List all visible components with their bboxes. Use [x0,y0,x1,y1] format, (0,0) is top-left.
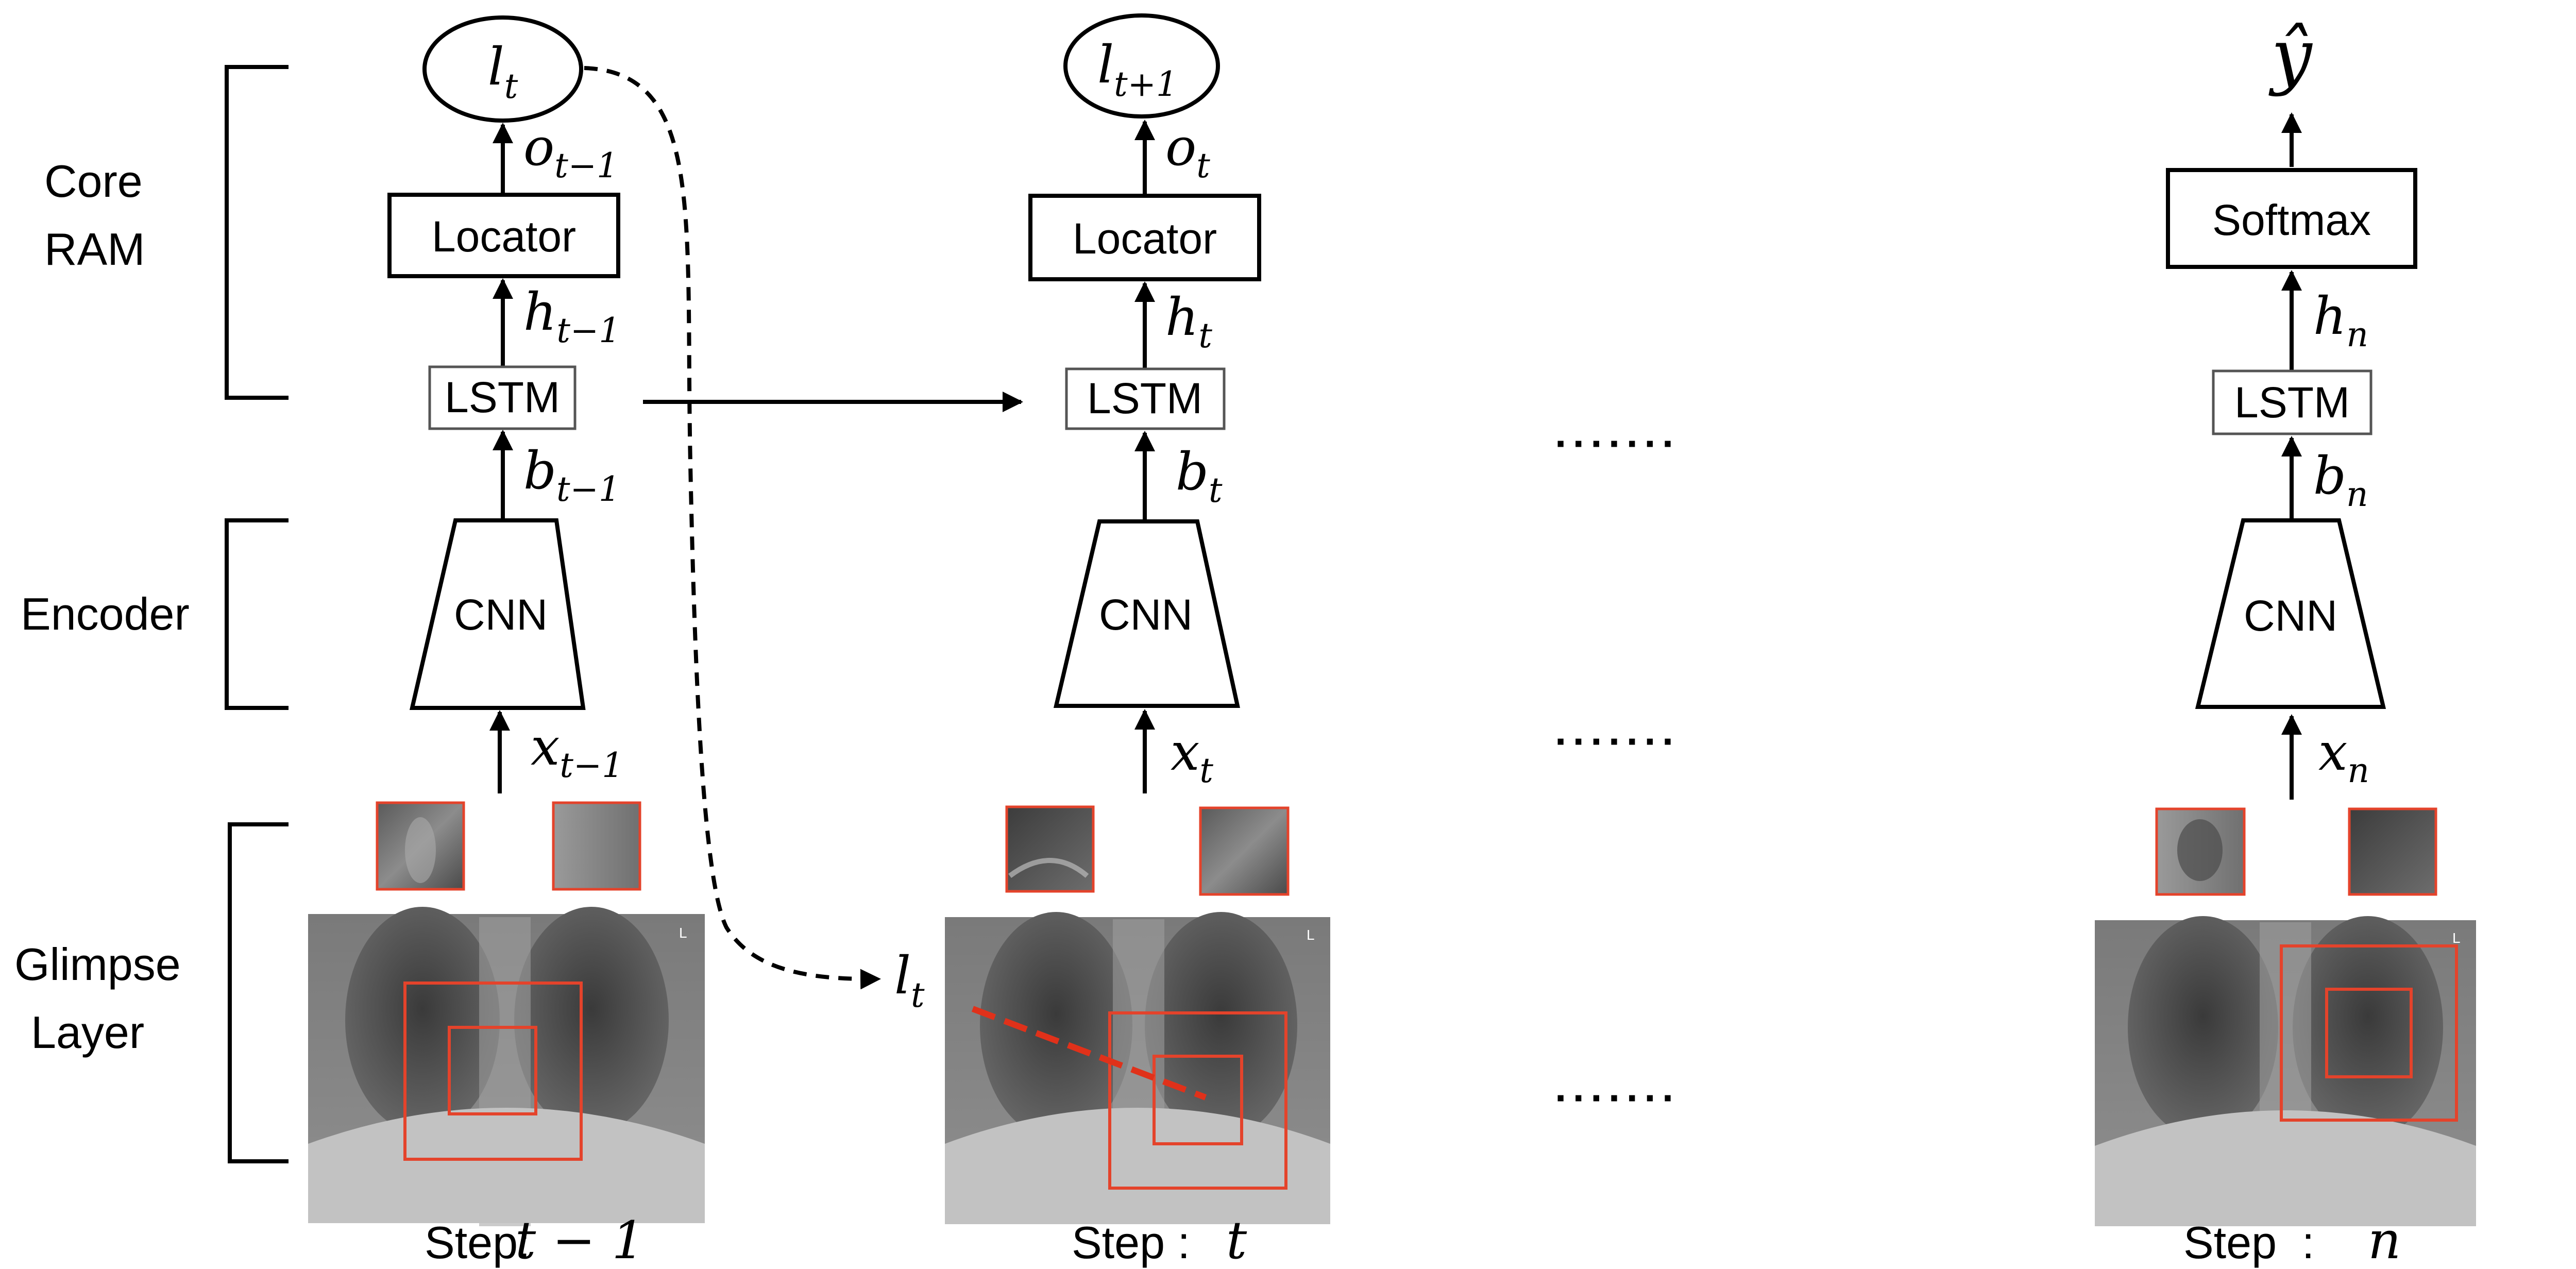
cnn-encoder [1053,519,1240,708]
glimpse-patch-small [2155,807,2246,896]
lstm-label: LSTM [445,373,560,421]
column-step-t-minus-1: lt ot−1 Locator ht−1 LSTM bt−1 CNN xt−1 [308,15,705,1269]
input-symbol: xn [2318,722,2369,790]
lstm-label: LSTM [2234,378,2350,427]
input-symbol: xt [1171,722,1213,790]
encoder-bracket [225,518,289,710]
ellipsis-image-row: ······· [1555,1075,1680,1121]
glimpse-window-small [1153,1055,1243,1145]
glimpse-patch-small [1005,805,1095,893]
cnn-encoder [2195,518,2386,709]
glimpse-patch-small [376,801,465,891]
location-offset-line [971,1006,1207,1101]
softmax-label: Softmax [2212,196,2371,244]
hidden-state-symbol: hn [2313,286,2368,354]
step-variable: n [2368,1210,2401,1269]
feature-symbol: bt [1176,442,1223,510]
output-symbol: ot−1 [523,117,618,185]
core-ram-bracket [225,65,289,400]
glimpse-window-large [1108,1011,1287,1190]
glimpse-window-large [403,982,583,1161]
step-variable: t − 1 [515,1210,645,1269]
encoder-label: Encoder [21,588,190,639]
locator-label: Locator [1073,214,1217,263]
lstm-box [1065,367,1226,430]
lstm-label: LSTM [1087,374,1202,422]
xray-side-marker: L [1307,927,1315,943]
hidden-state-symbol: ht−1 [523,282,620,350]
glimpse-patch-large [552,801,641,891]
ellipsis-input-row: ······· [1555,718,1680,764]
location-symbol: lt [488,37,518,106]
chest-xray-image: L [945,912,1330,1224]
column-step-n: ŷ Softmax hn LSTM bn CNN xn L [2095,14,2476,1269]
location-node [422,15,583,123]
lstm-box [428,365,577,430]
step-label: Step: [425,1217,530,1268]
glimpse-layer-label-line1: Glimpse [14,939,181,990]
cnn-label: CNN [2244,591,2337,640]
input-symbol: xt−1 [531,717,623,785]
glimpse-patch-large [1199,806,1290,896]
glimpse-window-large [2280,944,2458,1122]
step-label: Step : [2183,1217,2314,1268]
location-symbol: lt+1 [1097,35,1178,104]
glimpse-layer-label-line2: Layer [31,1007,144,1058]
locator-label: Locator [432,212,576,261]
cnn-label: CNN [1099,590,1193,639]
ellipsis-core-row: ······· [1555,420,1680,466]
core-ram-label-line1: Core [44,156,143,207]
core-ram-label-line2: RAM [44,224,145,275]
output-symbol: ot [1165,117,1210,185]
glimpse-window-small [2325,988,2413,1078]
xray-side-marker: L [679,925,687,941]
prediction-symbol: ŷ [2268,14,2313,98]
locator-box [387,193,620,278]
xray-side-marker: L [2452,930,2461,946]
locator-box [1028,194,1261,281]
softmax-box [2166,168,2417,269]
step-label: Step : [1072,1217,1190,1268]
hidden-state-symbol: ht [1165,287,1212,356]
feature-symbol: bn [2313,446,2368,514]
incoming-location-symbol: lt [894,945,925,1015]
chest-xray-image: L [2095,916,2476,1226]
cnn-label: CNN [454,590,548,639]
column-step-t: lt+1 ot Locator ht LSTM bt CNN xt lt [894,13,1330,1269]
chest-xray-image: L [308,907,705,1226]
feature-symbol: bt−1 [523,441,620,509]
step-variable: t [1226,1210,1247,1269]
glimpse-window-small [448,1026,537,1115]
location-feedback-arrow [584,66,881,990]
cnn-encoder [409,518,586,710]
glimpse-patch-large [2348,807,2437,896]
location-node [1063,13,1220,119]
lstm-box [2212,369,2372,435]
glimpse-layer-bracket [228,822,289,1163]
